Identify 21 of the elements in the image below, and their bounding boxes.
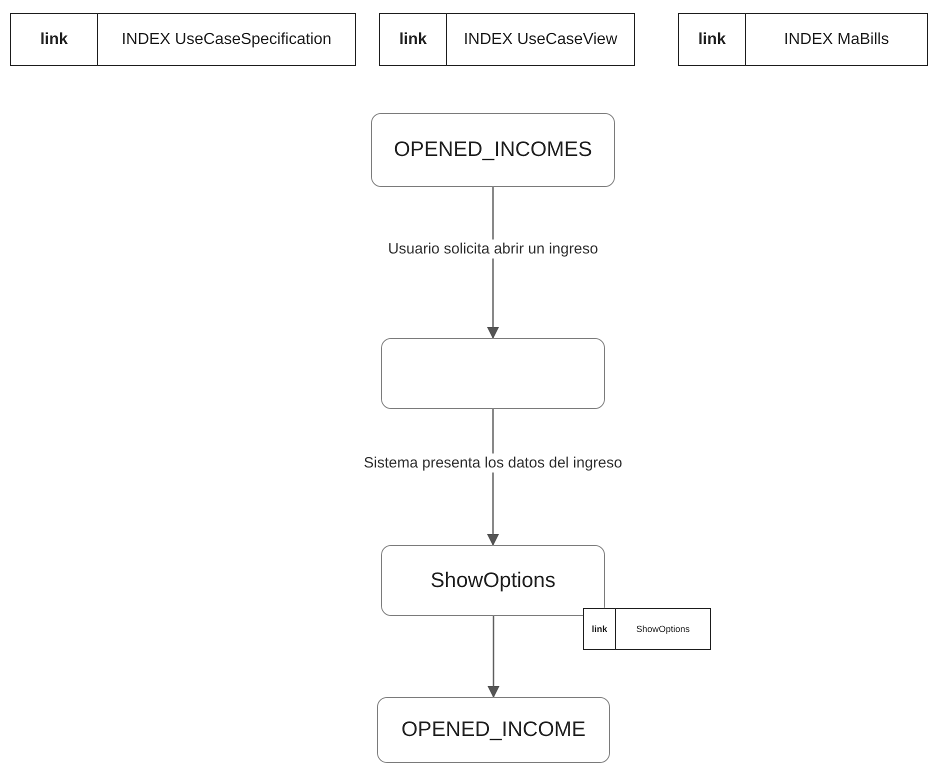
state-box xyxy=(381,338,605,409)
index-reference: INDEX UseCaseView xyxy=(462,30,618,50)
link-label: link xyxy=(679,14,746,65)
index-reference: INDEX MaBills xyxy=(783,30,890,50)
state-box xyxy=(381,545,605,616)
link-table xyxy=(583,608,711,650)
state-name: ShowOptions xyxy=(430,568,556,592)
index-reference: ShowOptions xyxy=(635,623,691,636)
index-reference: INDEX UseCaseSpecification xyxy=(120,30,332,50)
link-label: link xyxy=(11,14,98,65)
state-box xyxy=(371,113,615,187)
state-box xyxy=(377,697,610,763)
link-label: link xyxy=(584,609,616,649)
link-table xyxy=(379,13,635,66)
state-name: OPENED_INCOME xyxy=(401,718,586,742)
arrow xyxy=(488,616,500,698)
link-table xyxy=(10,13,356,66)
link-label: link xyxy=(380,14,447,65)
edge-label: Sistema presenta los datos del ingreso xyxy=(362,454,624,472)
link-table xyxy=(678,13,928,66)
state-name: OPENED_INCOMES xyxy=(394,138,592,162)
